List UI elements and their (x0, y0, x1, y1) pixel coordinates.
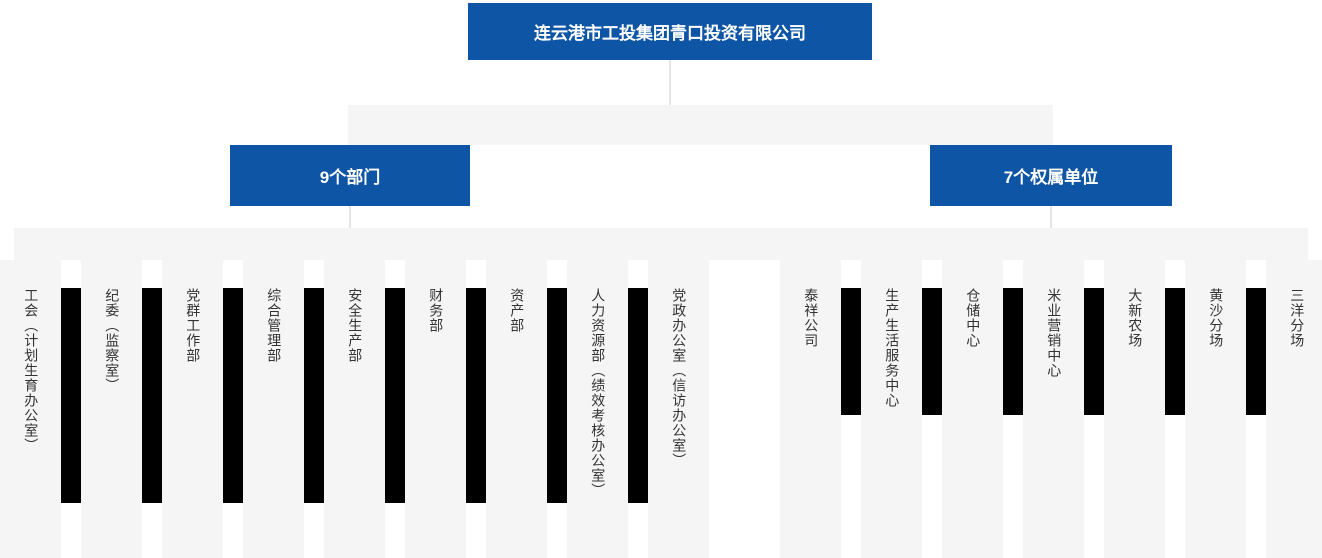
departments-connector-line (349, 206, 351, 228)
divider-bar (841, 288, 861, 415)
divider-strip (1246, 260, 1266, 558)
dept-column: 党群工作部 (162, 260, 223, 558)
departments-columns: 工会（计划生育办公室） 纪委（监察室） 党群工作部 综合管理部 安全生产部 财务… (0, 260, 709, 558)
dept-column: 安全生产部 (324, 260, 385, 558)
dept-column: 党政办公室（信访办公室） (648, 260, 709, 558)
subsidiary-label: 泰祥公司 (803, 288, 820, 348)
dept-label: 安全生产部 (347, 288, 364, 363)
divider-bar (1084, 288, 1104, 415)
divider-bar (385, 288, 405, 503)
divider-strip (142, 260, 162, 558)
root-connector-line (669, 60, 671, 105)
subsidiary-label: 黄沙分场 (1208, 288, 1225, 348)
subsidiary-column: 大新农场 (1104, 260, 1165, 558)
divider-bar (922, 288, 942, 415)
divider-bar (223, 288, 243, 503)
dept-label: 资产部 (509, 288, 526, 333)
dept-column: 资产部 (486, 260, 547, 558)
subsidiary-column: 三洋分场 (1266, 260, 1322, 558)
divider-bar (1003, 288, 1023, 415)
dept-column: 工会（计划生育办公室） (0, 260, 61, 558)
divider-strip (466, 260, 486, 558)
divider-strip (1003, 260, 1023, 558)
subsidiary-column: 黄沙分场 (1185, 260, 1246, 558)
dept-column: 纪委（监察室） (81, 260, 142, 558)
dept-label: 财务部 (428, 288, 445, 333)
dept-label: 纪委（监察室） (104, 288, 121, 393)
subsidiary-column: 生产生活服务中心 (861, 260, 922, 558)
divider-strip (61, 260, 81, 558)
divider-bar (628, 288, 648, 503)
level1-connector-band (348, 105, 1053, 145)
dept-column: 财务部 (405, 260, 466, 558)
divider-bar (304, 288, 324, 503)
divider-strip (304, 260, 324, 558)
divider-bar (466, 288, 486, 503)
subsidiary-label: 三洋分场 (1289, 288, 1306, 348)
divider-strip (385, 260, 405, 558)
subsidiary-column: 泰祥公司 (780, 260, 841, 558)
dept-column: 人力资源部（绩效考核办公室） (567, 260, 628, 558)
dept-column: 综合管理部 (243, 260, 304, 558)
group-departments-label: 9个部门 (319, 168, 381, 187)
dept-label: 党群工作部 (185, 288, 202, 363)
subsidiaries-columns: 泰祥公司 生产生活服务中心 仓储中心 米业营销中心 大新农场 黄沙分场 三洋分场 (780, 260, 1322, 558)
divider-strip (223, 260, 243, 558)
divider-strip (547, 260, 567, 558)
root-node: 连云港市工投集团青口投资有限公司 (468, 3, 872, 60)
divider-strip (841, 260, 861, 558)
subsidiary-label: 米业营销中心 (1046, 288, 1063, 378)
dept-label: 综合管理部 (266, 288, 283, 363)
divider-bar (1165, 288, 1185, 415)
group-node-subsidiaries: 7个权属单位 (930, 145, 1172, 206)
subsidiary-label: 生产生活服务中心 (884, 288, 901, 408)
divider-strip (922, 260, 942, 558)
divider-bar (61, 288, 81, 503)
subsidiary-column: 米业营销中心 (1023, 260, 1084, 558)
dept-label: 工会（计划生育办公室） (23, 288, 40, 453)
divider-strip (1084, 260, 1104, 558)
subsidiary-label: 仓储中心 (965, 288, 982, 348)
level2-connector-band (14, 228, 1308, 260)
group-node-departments: 9个部门 (230, 145, 470, 206)
divider-strip (1165, 260, 1185, 558)
subsidiary-column: 仓储中心 (942, 260, 1003, 558)
divider-bar (547, 288, 567, 503)
root-node-label: 连云港市工投集团青口投资有限公司 (534, 24, 806, 43)
divider-bar (1246, 288, 1266, 415)
dept-label: 党政办公室（信访办公室） (671, 288, 688, 468)
subsidiaries-connector-line (1050, 206, 1052, 228)
divider-strip (628, 260, 648, 558)
group-subsidiaries-label: 7个权属单位 (1003, 168, 1099, 187)
dept-label: 人力资源部（绩效考核办公室） (590, 288, 607, 498)
divider-bar (142, 288, 162, 503)
subsidiary-label: 大新农场 (1127, 288, 1144, 348)
